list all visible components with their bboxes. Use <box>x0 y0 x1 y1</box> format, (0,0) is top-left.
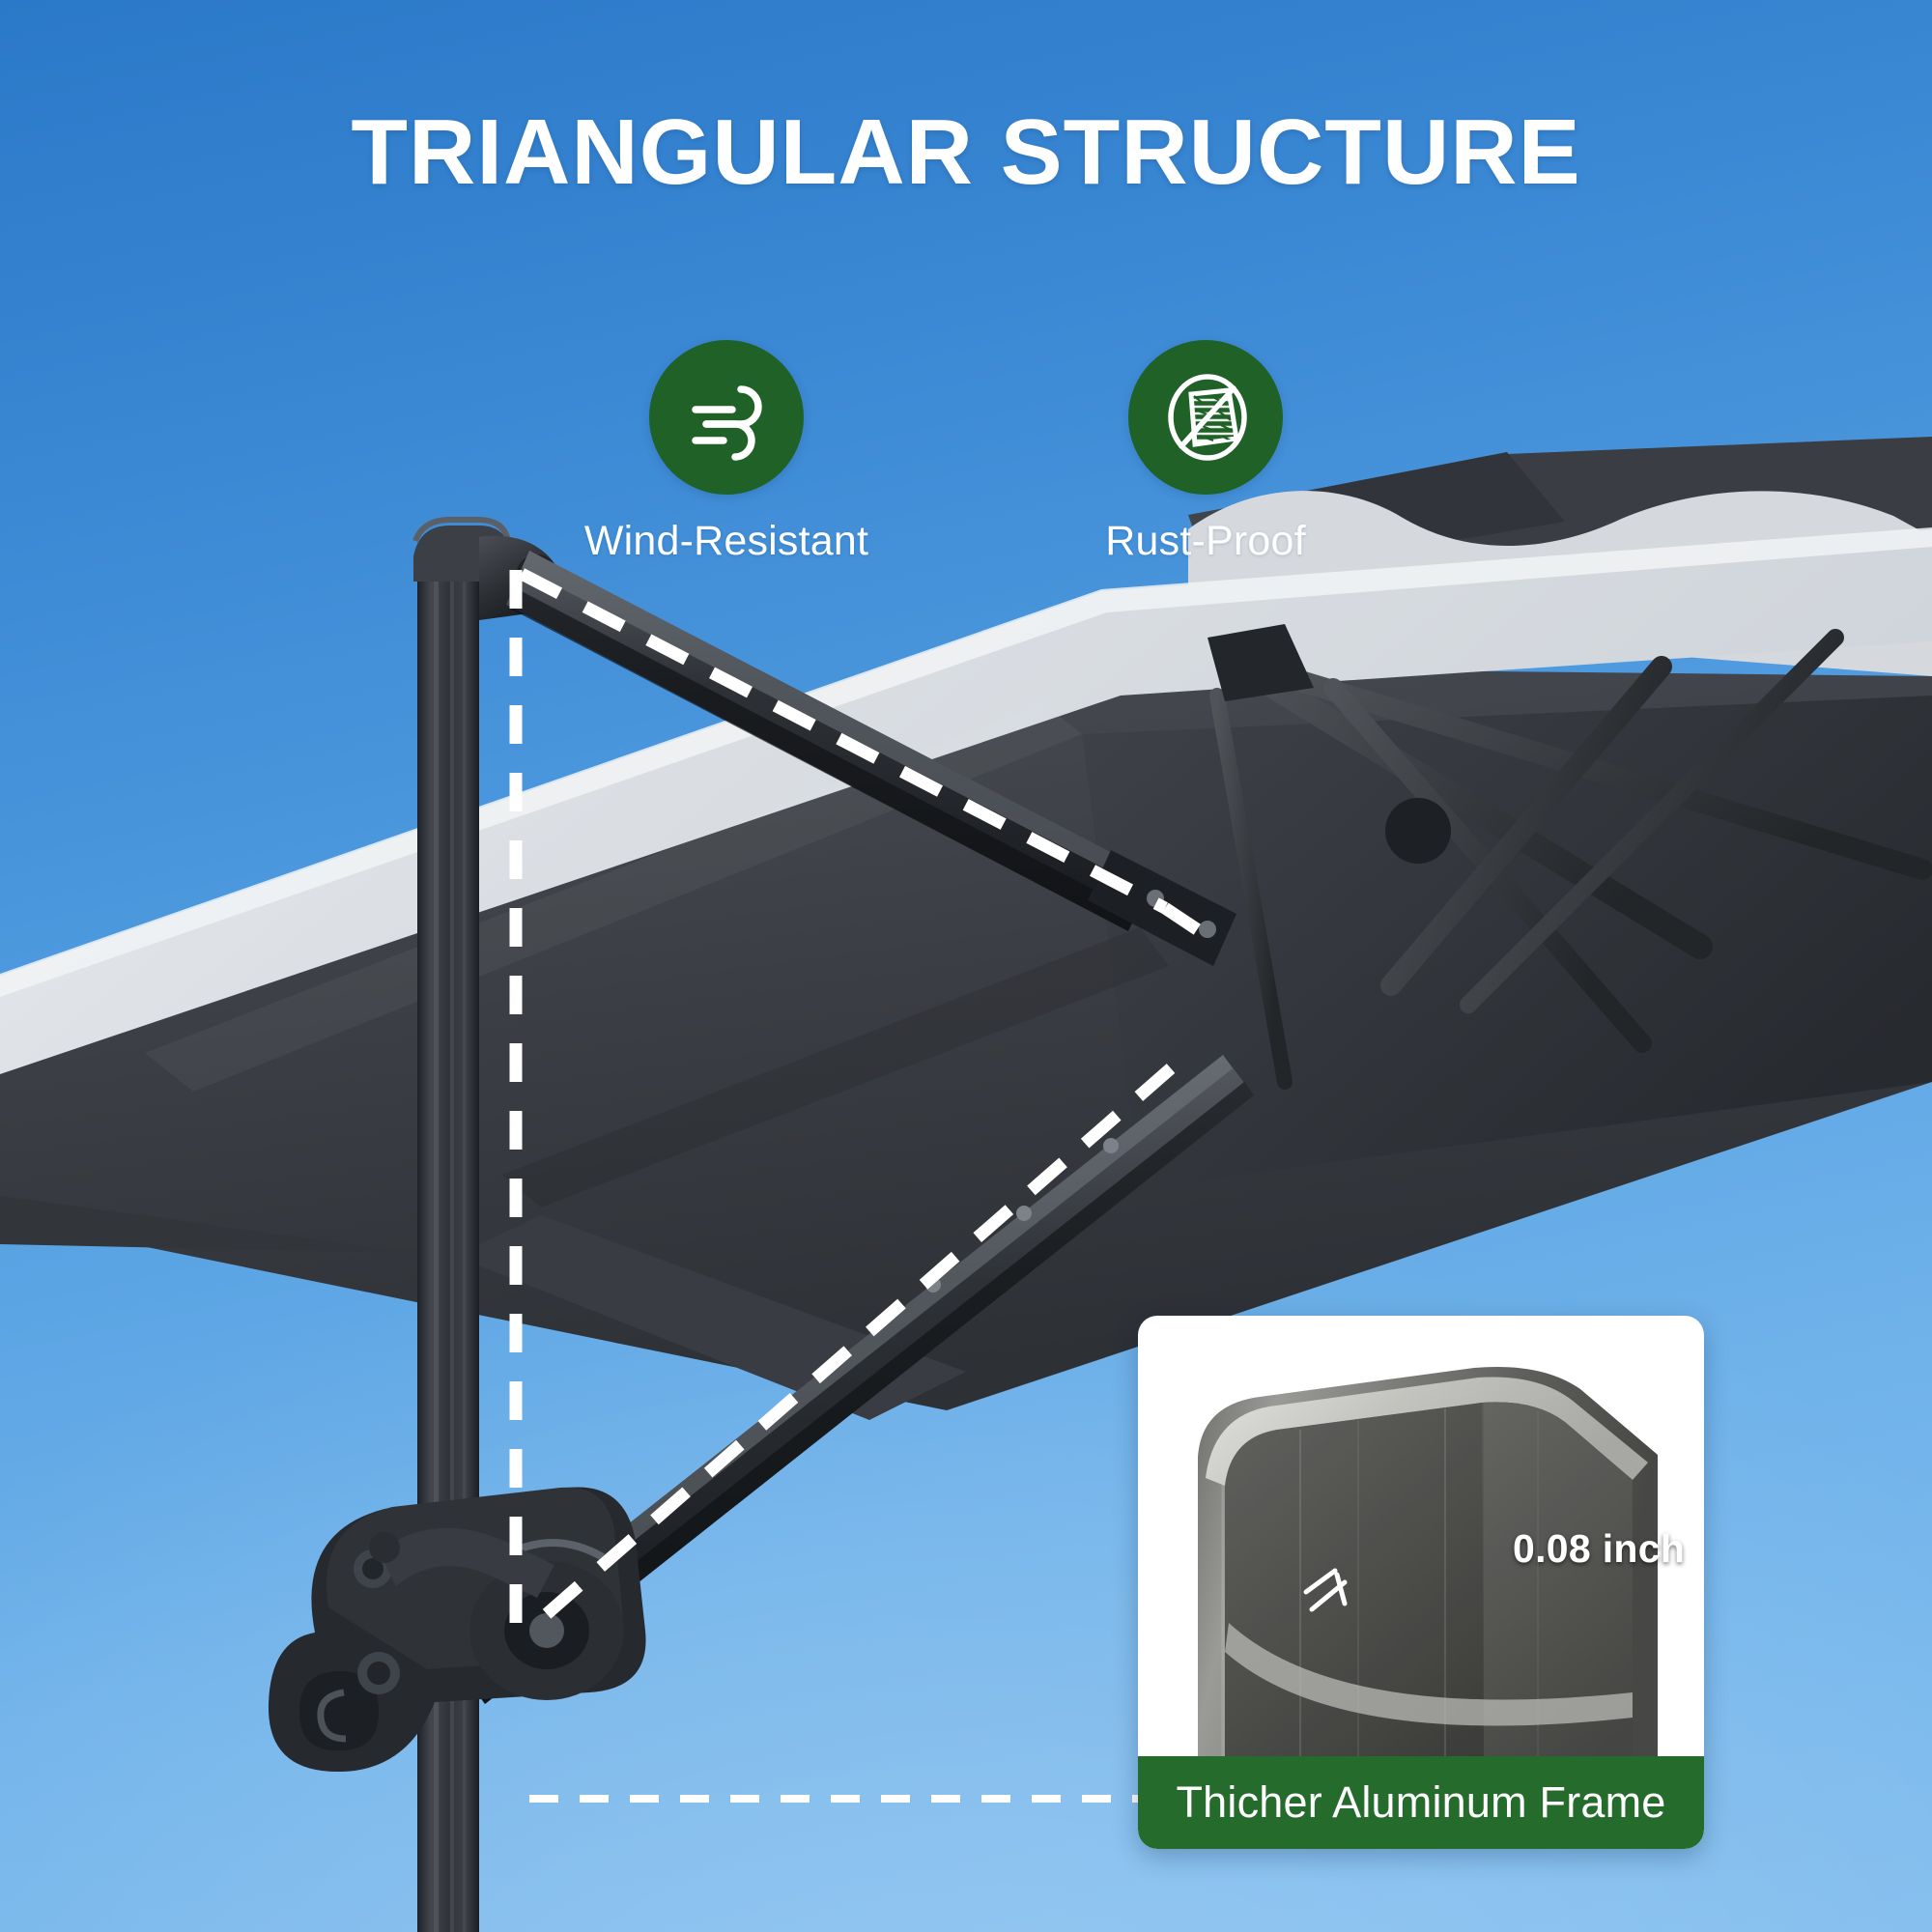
inset-caption-text: Thicher Aluminum Frame <box>1176 1777 1666 1827</box>
badge-circle-rust <box>1128 340 1283 495</box>
badge-circle-wind <box>649 340 804 495</box>
badge-label-wind: Wind-Resistant <box>583 518 869 564</box>
badge-rust-proof: Rust-Proof <box>1061 340 1350 565</box>
feature-badge-row: Wind-Resistant <box>0 340 1932 565</box>
aluminum-tube-photo <box>1155 1333 1687 1758</box>
wind-icon <box>692 385 762 461</box>
dashed-upper-arm <box>519 568 1168 914</box>
page-title: TRIANGULAR STRUCTURE <box>351 100 1581 204</box>
no-rust-icon <box>1168 374 1247 461</box>
badge-label-rust: Rust-Proof <box>1105 518 1306 564</box>
dashed-arm-extension <box>1161 902 1209 941</box>
badge-wind-resistant: Wind-Resistant <box>582 340 871 565</box>
inset-caption-bar: Thicher Aluminum Frame <box>1138 1756 1704 1849</box>
aluminum-frame-inset-card: 0.08 inch Thicher Aluminum Frame <box>1138 1316 1704 1849</box>
callout-dashed-connector <box>529 1795 1148 1803</box>
thickness-measure-label: 0.08 inch <box>1513 1526 1686 1571</box>
